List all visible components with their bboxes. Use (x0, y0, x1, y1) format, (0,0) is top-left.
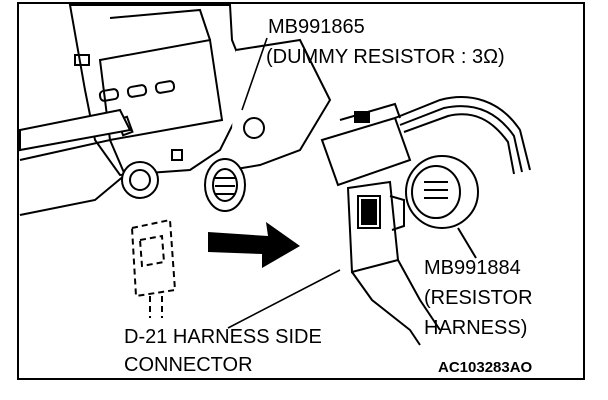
frame-beam (19, 108, 159, 216)
move-arrow-icon (208, 222, 300, 268)
figure-code: AC103283AO (438, 359, 533, 376)
ghost-connector (130, 218, 177, 318)
vehicle-bracket (68, 4, 242, 177)
leader-lines (227, 37, 341, 329)
resistor-harness-plug (405, 155, 479, 259)
harness-connector-label-2: CONNECTOR (124, 354, 253, 376)
resistor-harness-desc-1: (RESISTOR (424, 287, 533, 309)
figure-frame (17, 2, 585, 380)
dummy-resistor (320, 96, 531, 187)
harness-side-connector (346, 180, 441, 346)
harness-connector-label-1: D-21 HARNESS SIDE (124, 326, 322, 348)
resistor-harness-desc-2: HARNESS) (424, 317, 528, 339)
dummy-resistor-part-no: MB991865 (268, 16, 365, 38)
resistor-harness-part-no: MB991884 (424, 257, 521, 279)
dummy-resistor-desc: (DUMMY RESISTOR : 3Ω) (266, 46, 505, 68)
